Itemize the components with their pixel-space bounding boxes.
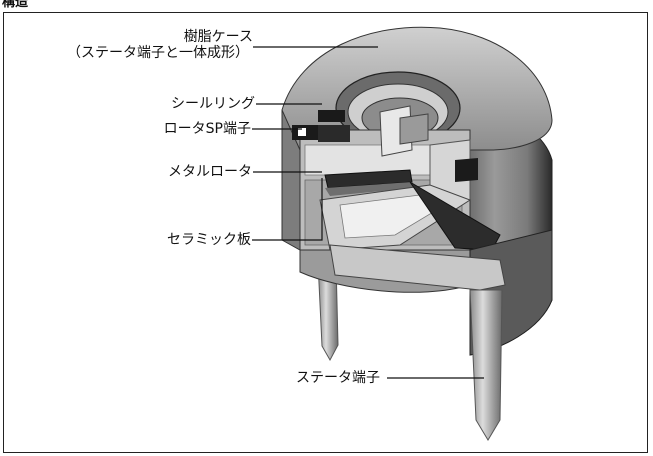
leader-lines [252, 46, 484, 379]
figure-heading: 構造 [2, 0, 29, 10]
label-rotor-sp-terminal: ロータSP端子 [163, 121, 251, 137]
leader-ceramic-plate [252, 178, 323, 241]
label-resin-case: 樹脂ケース [183, 29, 253, 45]
label-metal-rotor: メタルロータ [168, 164, 252, 180]
label-ceramic-plate: セラミック板 [167, 232, 251, 248]
resin-case-body [281, 26, 553, 356]
label-seal-ring: シールリング [171, 96, 255, 112]
label-resin-case-note: （ステータ端子と一体成形） [67, 45, 249, 61]
stator-terminal-pin [469, 289, 503, 441]
label-stator-terminal: ステータ端子 [296, 370, 380, 386]
